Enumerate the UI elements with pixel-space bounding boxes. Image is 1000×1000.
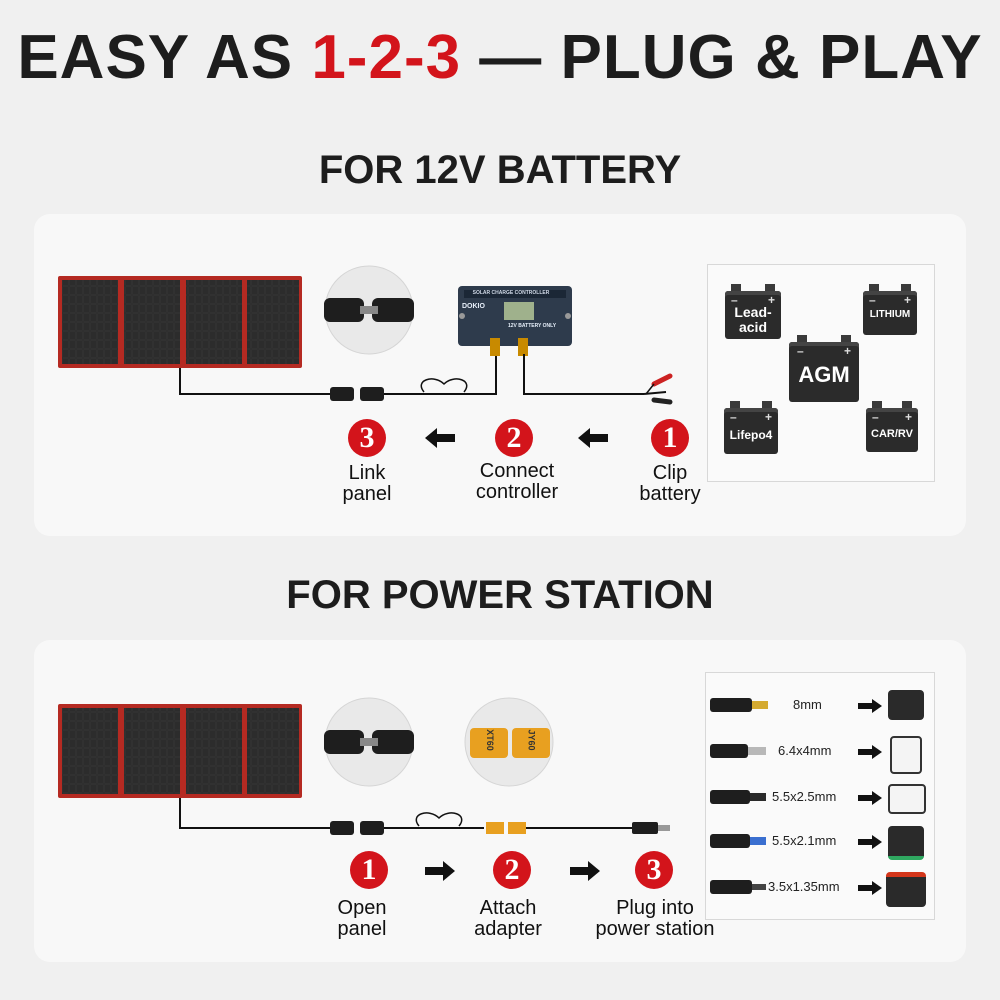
controller-brand: DOKIO [462,303,485,310]
battery-step-3-line1: Link [348,462,386,484]
plug-row: 6.4x4mm [710,736,930,774]
battery-lithium: –+ LITHIUM [863,284,917,335]
dc-plug-icon [710,790,766,804]
station-step-2-label: Attach adapter [458,898,558,940]
arrow-left-icon [578,428,608,448]
battery-agm-label: AGM [798,362,850,387]
battery-lifepo4: –+ Lifepo4 [724,401,778,454]
station-wiring-diagram [58,697,670,835]
battery-step-3-label: Link panel [317,463,417,505]
battery-step-1-number: 1 [651,419,689,457]
solar-panel [58,276,302,368]
xt60-label: XT60 [484,729,495,751]
arrow-right-icon [858,699,882,713]
battery-car-rv-label: CAR/RV [871,428,913,440]
xt60-adapter-zoom [464,697,554,787]
battery-section-title: FOR 12V BATTERY [318,148,682,192]
controller-subtitle: 12V BATTERY ONLY [508,323,557,329]
jy60-label: JY60 [526,729,537,751]
arrow-right-icon [570,861,600,881]
battery-lead-acid-line2: acid [738,319,767,335]
station-step-3-line1: Plug into [616,897,694,919]
battery-step-2-line2: controller [475,481,559,503]
battery-step-1-line1: Clip [652,462,688,484]
dc-plug-icon [710,744,766,758]
station-step-2-line1: Attach [479,897,537,919]
battery-lead-acid: –+ Lead- acid [725,284,781,339]
solar-panel [58,704,302,798]
arrow-right-icon [858,791,882,805]
plug-row: 5.5x2.1mm [710,826,930,860]
station-step-3-line2: power station [595,918,715,940]
plug-size-label: 6.4x4mm [778,743,832,758]
dc-plug-icon [710,698,768,712]
station-step-1-line1: Open [337,897,387,919]
charge-controller [458,286,572,356]
plug-size-label: 5.5x2.1mm [772,833,837,848]
battery-step-2-line1: Connect [479,460,555,482]
battery-step-1-label: Clip battery [620,463,720,505]
power-station-icon [890,736,922,774]
power-station-icon [888,826,924,860]
station-step-2-line2: adapter [474,918,542,940]
plug-size-label: 5.5x2.5mm [772,789,837,804]
station-section-title: FOR POWER STATION [286,573,714,617]
arrow-right-icon [858,745,882,759]
battery-step-2-label: Connect controller [457,461,577,503]
plug-row: 5.5x2.5mm [710,782,930,814]
plug-size-label: 8mm [793,697,822,712]
battery-agm: –+ AGM [789,335,859,402]
arrow-right-icon [858,835,882,849]
battery-car-rv: –+ CAR/RV [866,401,918,452]
controller-title: SOLAR CHARGE CONTROLLER [472,290,550,296]
battery-clips [643,373,673,405]
station-step-1-line2: panel [337,918,387,940]
plug-size-label: 3.5x1.35mm [768,879,840,894]
station-step-3-label: Plug into power station [585,898,725,940]
arrow-left-icon [425,428,455,448]
sae-connector-zoom [324,265,414,355]
battery-lead-acid-line1: Lead- [734,304,772,320]
station-step-2-number: 2 [493,851,531,889]
headline-pre: EASY AS [17,23,312,92]
headline-post: — PLUG & PLAY [461,23,983,92]
battery-step-3-number: 3 [348,419,386,457]
plug-row: 8mm [710,690,930,720]
headline-highlight: 1-2-3 [311,23,462,92]
arrow-right-icon [425,861,455,881]
battery-lithium-label: LITHIUM [869,309,911,320]
headline: EASY AS 1-2-3 — PLUG & PLAY [0,22,1000,93]
dc-plug-icon [710,834,766,848]
power-station-icon [888,784,926,814]
battery-wiring-diagram [58,265,673,405]
arrow-right-icon [858,881,882,895]
dc-plug-icon [710,880,766,894]
battery-step-2-number: 2 [495,419,533,457]
sae-connector-zoom [324,697,414,787]
battery-step-3-line2: panel [342,483,392,505]
battery-lifepo4-label: Lifepo4 [729,428,773,442]
plug-row: 3.5x1.35mm [710,872,930,907]
power-station-icon [886,872,926,907]
station-step-3-number: 3 [635,851,673,889]
station-step-1-number: 1 [350,851,388,889]
battery-step-1-line2: battery [639,483,701,505]
power-station-icon [888,690,924,720]
station-step-1-label: Open panel [312,898,412,940]
